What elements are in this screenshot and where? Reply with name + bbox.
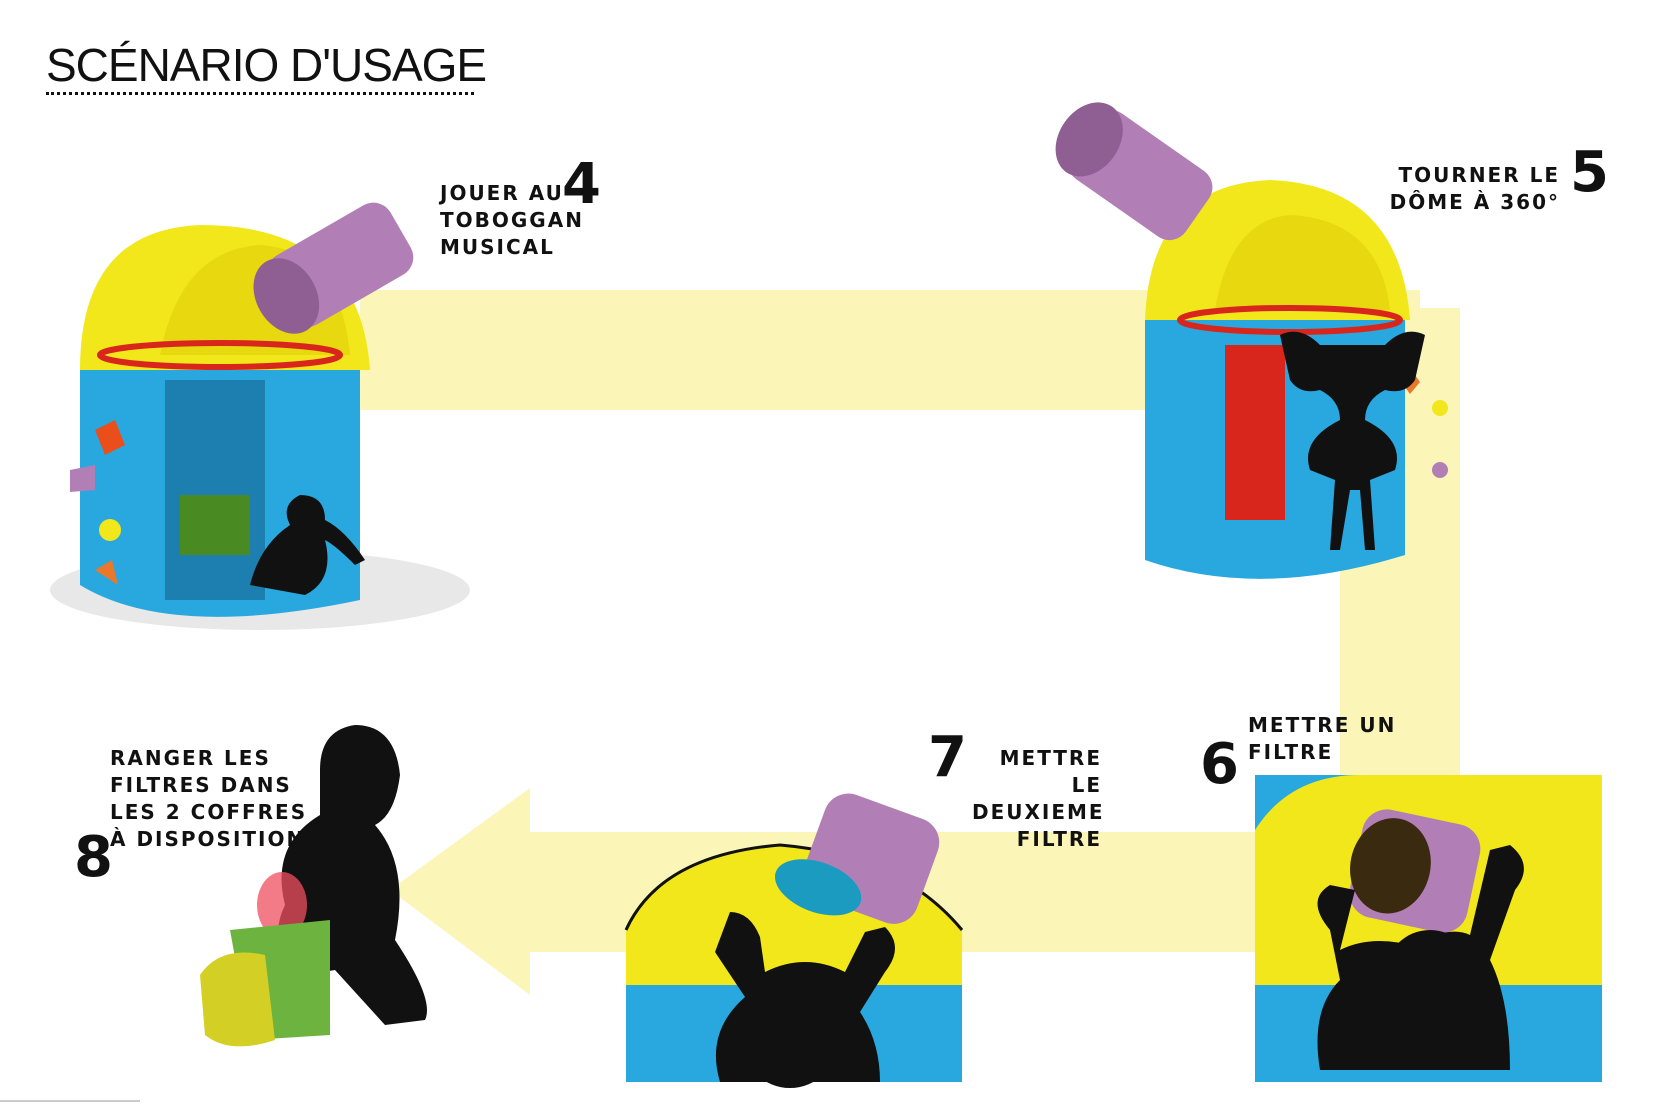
step-7-number: 7 <box>928 725 967 790</box>
step-7-label: METTRE LE DEUXIEME FILTRE <box>972 746 1105 851</box>
step-8-label: RANGER LES FILTRES DANS LES 2 COFFRES À … <box>110 746 308 851</box>
step-6-number: 6 <box>1200 732 1239 797</box>
title-underline <box>46 92 474 95</box>
page-title: SCÉNARIO D'USAGE <box>46 39 487 91</box>
step-5-label: TOURNER LE DÔME À 360° <box>1389 163 1560 214</box>
scene-4-slide <box>50 202 470 630</box>
step-4-label: JOUER AU TOBOGGAN MUSICAL <box>440 181 584 259</box>
step-5-number: 5 <box>1570 140 1609 205</box>
scene-7-second-filter <box>624 793 964 1088</box>
scene-8-storage <box>200 725 427 1047</box>
scene-6-filter <box>1255 775 1602 1082</box>
step-4-number: 4 <box>562 152 601 217</box>
step-6-label: METTRE UN FILTRE <box>1248 713 1397 764</box>
step-8-number: 8 <box>74 825 113 890</box>
footer-divider <box>0 1100 140 1102</box>
scene-5-rotating-dome <box>1055 102 1448 579</box>
